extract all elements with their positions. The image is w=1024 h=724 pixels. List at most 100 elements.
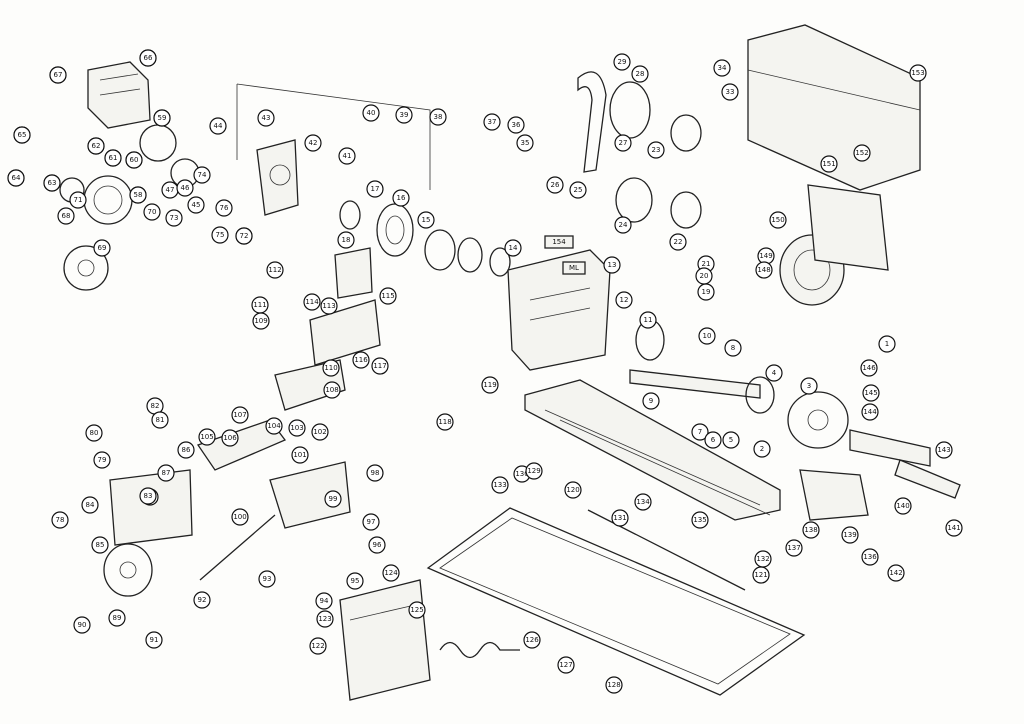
callout-label-123: 123 [318, 615, 331, 623]
callout-label-45: 45 [192, 201, 201, 209]
callout-label-120: 120 [566, 486, 579, 494]
callout-label-23: 23 [652, 146, 661, 154]
callout-label-34: 34 [718, 64, 727, 72]
pulleys [609, 81, 702, 229]
callout-label-145: 145 [864, 389, 877, 397]
callout-label-93: 93 [263, 575, 272, 583]
callout-6: 6 [704, 431, 722, 449]
callout-label-114: 114 [305, 298, 319, 306]
callout-84: 84 [81, 496, 99, 514]
callout-102: 102 [311, 423, 329, 441]
callout-label-73: 73 [170, 214, 179, 222]
callout-label-128: 128 [607, 681, 620, 689]
callout-label-146: 146 [862, 364, 876, 372]
callout-131: 131 [611, 509, 629, 527]
callout-label-109: 109 [254, 317, 267, 325]
callout-80: 80 [85, 424, 103, 442]
callout-label-91: 91 [150, 636, 159, 644]
callout-label-136: 136 [863, 553, 877, 561]
callout-label-20: 20 [700, 272, 709, 280]
callout-47: 47 [161, 181, 179, 199]
callout-label-116: 116 [354, 356, 368, 364]
callout-label-98: 98 [371, 469, 380, 477]
callout-128: 128 [605, 676, 623, 694]
callout-label-17: 17 [371, 185, 380, 193]
callout-label-118: 118 [438, 418, 451, 426]
callout-112: 112 [266, 261, 284, 279]
svg-text:154: 154 [552, 238, 566, 246]
callout-label-33: 33 [726, 88, 735, 96]
callout-label-121: 121 [754, 571, 767, 579]
callout-76: 76 [215, 199, 233, 217]
callout-24: 24 [614, 216, 632, 234]
callout-label-66: 66 [144, 54, 153, 62]
callout-25: 25 [569, 181, 587, 199]
motor-mount-plate [807, 184, 889, 271]
callout-label-13: 13 [608, 261, 617, 269]
callout-96: 96 [368, 536, 386, 554]
power-cord [439, 641, 520, 659]
callout-28: 28 [631, 65, 649, 83]
callout-label-27: 27 [619, 139, 628, 147]
callout-16: 16 [392, 189, 410, 207]
callout-label-110: 110 [324, 364, 337, 372]
callout-58: 58 [129, 186, 147, 204]
callout-91: 91 [145, 631, 163, 649]
change-gear-housing [236, 83, 431, 216]
callout-45: 45 [187, 196, 205, 214]
callout-92: 92 [193, 591, 211, 609]
callout-label-101: 101 [293, 451, 306, 459]
callout-label-7: 7 [698, 428, 702, 436]
callout-label-76: 76 [220, 204, 229, 212]
callout-93: 93 [258, 570, 276, 588]
callout-label-133: 133 [493, 481, 506, 489]
callout-label-3: 3 [807, 382, 811, 390]
callout-104: 104 [265, 417, 283, 435]
callout-105: 105 [198, 428, 216, 446]
callout-141: 141 [945, 519, 963, 537]
callout-label-29: 29 [618, 58, 627, 66]
callout-label-38: 38 [434, 113, 443, 121]
svg-text:ML: ML [569, 264, 579, 272]
callout-label-24: 24 [619, 221, 628, 229]
callout-81: 81 [151, 411, 169, 429]
callout-115: 115 [379, 287, 397, 305]
callout-label-67: 67 [54, 71, 63, 79]
callout-label-84: 84 [86, 501, 95, 509]
callout-150: 150 [769, 211, 787, 229]
callout-label-139: 139 [843, 531, 856, 539]
callout-4: 4 [765, 364, 783, 382]
callout-label-90: 90 [78, 621, 87, 629]
callout-label-117: 117 [373, 362, 386, 370]
callout-label-140: 140 [896, 502, 909, 510]
callout-label-40: 40 [367, 109, 376, 117]
callout-label-143: 143 [937, 446, 950, 454]
callout-15: 15 [417, 211, 435, 229]
callout-83: 83 [139, 487, 157, 505]
callout-label-35: 35 [521, 139, 530, 147]
callout-label-83: 83 [144, 492, 153, 500]
callout-79: 79 [93, 451, 111, 469]
callout-39: 39 [395, 106, 413, 124]
callout-98: 98 [366, 464, 384, 482]
callout-label-4: 4 [772, 369, 777, 377]
callout-127: 127 [557, 656, 575, 674]
callout-label-61: 61 [109, 154, 118, 162]
callout-29: 29 [613, 53, 631, 71]
callout-label-81: 81 [156, 416, 165, 424]
saddle [196, 419, 351, 529]
callout-149: 149 [757, 247, 775, 265]
callout-label-125: 125 [410, 606, 423, 614]
tailstock-body [799, 469, 869, 521]
callout-label-41: 41 [343, 152, 352, 160]
callout-137: 137 [785, 539, 803, 557]
callout-label-113: 113 [322, 302, 335, 310]
callout-34: 34 [713, 59, 731, 77]
callout-135: 135 [691, 511, 709, 529]
callout-label-151: 151 [822, 160, 835, 168]
callout-114: 114 [303, 293, 321, 311]
callout-label-149: 149 [759, 252, 772, 260]
callout-label-1: 1 [885, 340, 889, 348]
leadscrew [199, 509, 746, 591]
